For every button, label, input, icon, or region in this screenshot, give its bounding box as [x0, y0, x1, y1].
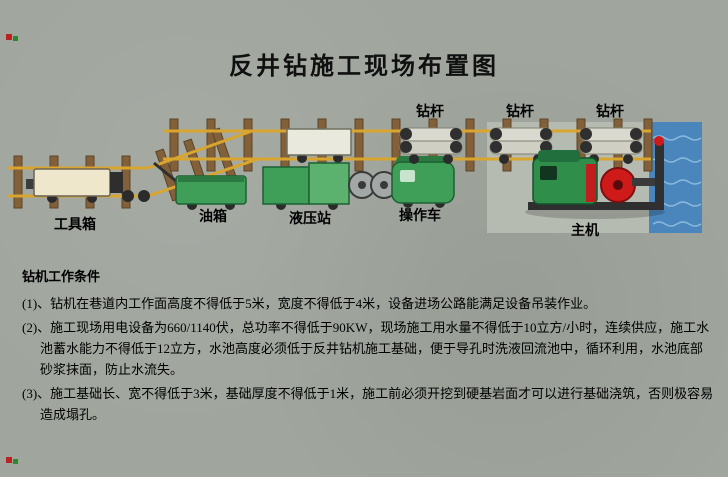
condition-item-1-number: (1)、: [22, 296, 51, 311]
label-drill-rod-2: 钻杆: [506, 105, 534, 120]
wheelset-graphic: [122, 190, 150, 202]
working-conditions-section: 钻机工作条件 (1)、钻机在巷道内工作面高度不得低于5米，宽度不得低于4米，设备…: [22, 268, 714, 428]
condition-item-3-number: (3)、: [22, 386, 51, 401]
working-conditions-heading: 钻机工作条件: [22, 269, 101, 284]
condition-item-2: (2)、施工现场用电设备为660/1140伏，总功率不得低于90KW，现场施工用…: [22, 317, 714, 380]
oil-tank-graphic: [153, 161, 247, 210]
corner-artifact-top-left: [6, 34, 18, 41]
tool-box-graphic: [26, 168, 123, 203]
condition-item-2-number: (2)、: [22, 320, 51, 335]
condition-item-1-text: 钻机在巷道内工作面高度不得低于5米，宽度不得低于4米，设备进场公路能满足设备吊装…: [50, 296, 597, 311]
main-machine-graphic: [525, 136, 665, 219]
label-main-machine: 主机: [571, 224, 599, 239]
label-drill-rod-1: 钻杆: [416, 105, 444, 120]
condition-item-2-text: 施工现场用电设备为660/1140伏，总功率不得低于90KW，现场施工用水量不得…: [40, 320, 710, 377]
label-hydraulic-station: 液压站: [289, 212, 331, 227]
drill-rod-car-graphic: [399, 127, 463, 164]
page-title: 反井钻施工现场布置图: [229, 54, 499, 80]
corner-artifact-bottom-left: [6, 457, 18, 464]
label-operation-car: 操作车: [399, 209, 441, 224]
condition-item-1: (1)、钻机在巷道内工作面高度不得低于5米，宽度不得低于4米，设备进场公路能满足…: [22, 293, 714, 314]
condition-item-3: (3)、施工基础长、宽不得低于3米，基础厚度不得低于1米，施工前必须开挖到硬基岩…: [22, 383, 714, 425]
label-tool-box: 工具箱: [54, 218, 96, 233]
label-oil-tank: 油箱: [199, 210, 227, 225]
flat-wagon-graphic: [286, 128, 352, 163]
operation-car-graphic: [391, 156, 455, 208]
label-drill-rod-3: 钻杆: [596, 105, 624, 120]
cable-reel-graphic: [348, 171, 398, 199]
condition-item-3-text: 施工基础长、宽不得低于3米，基础厚度不得低于1米，施工前必须开挖到硬基岩面才可以…: [40, 386, 714, 422]
hydraulic-station-graphic: [262, 162, 350, 210]
